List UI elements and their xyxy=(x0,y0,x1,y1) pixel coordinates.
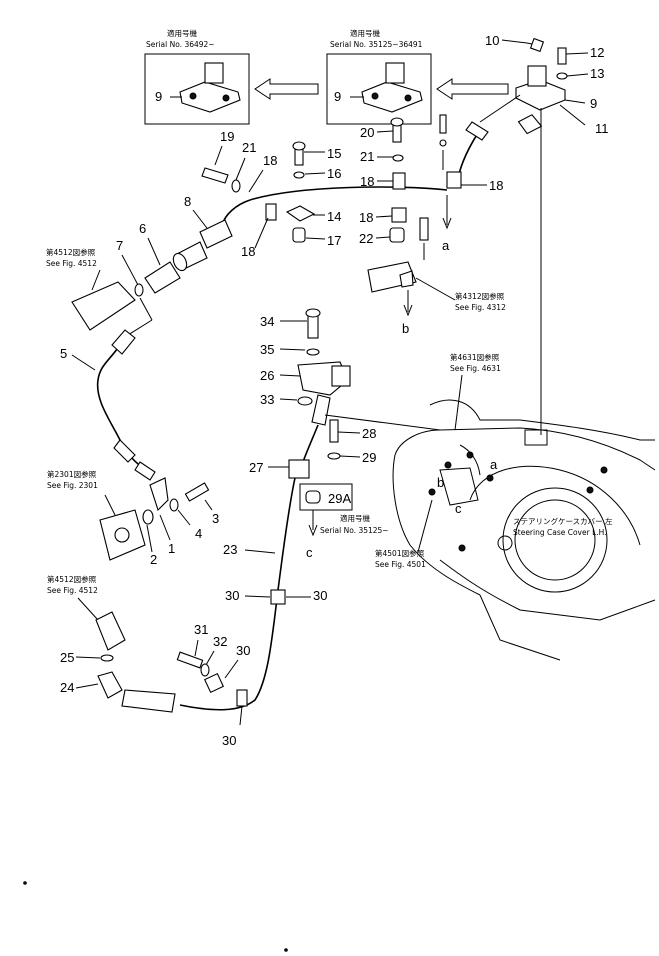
callout-18-a: 18 xyxy=(489,178,503,193)
callout-22: 22 xyxy=(359,231,373,246)
callout-21-a: 21 xyxy=(242,140,256,155)
ref-4512-a-en: See Fig. 4512 xyxy=(46,259,97,268)
ref-4512-b-en: See Fig. 4512 xyxy=(47,586,98,595)
connector-c-left: c xyxy=(306,545,313,560)
callout-13: 13 xyxy=(590,66,604,81)
callout-18-c: 18 xyxy=(241,244,255,259)
serial-box-2-serial: Serial No. 35125~36491 xyxy=(330,40,423,49)
callout-12: 12 xyxy=(590,45,604,60)
callout-9-a: 9 xyxy=(155,89,162,104)
ref-4312-en: See Fig. 4312 xyxy=(455,303,506,312)
connector-a-case: a xyxy=(490,457,498,472)
callout-30-c: 30 xyxy=(236,643,250,658)
callout-9-b: 9 xyxy=(334,89,341,104)
callout-21-b: 21 xyxy=(360,149,374,164)
callout-6: 6 xyxy=(139,221,146,236)
callout-2: 2 xyxy=(150,552,157,567)
serial-box-2: 適用号機 Serial No. 35125~36491 xyxy=(326,28,432,125)
valve-fitting-bottom xyxy=(95,611,126,651)
callout-18-b: 18 xyxy=(263,153,277,168)
connector-a-top: a xyxy=(442,238,450,253)
ref-4501-jp: 第4501図参照 xyxy=(375,548,425,558)
callout-3: 3 xyxy=(212,511,219,526)
callout-30-b: 30 xyxy=(313,588,327,603)
serial-box-1-jp: 適用号機 xyxy=(167,28,197,38)
callout-29a: 29A xyxy=(328,491,351,506)
serial-box-2-jp: 適用号機 xyxy=(350,28,380,38)
ref-2301-en: See Fig. 2301 xyxy=(47,481,98,490)
ref-2301-jp: 第2301図参照 xyxy=(47,469,97,479)
callout-16: 16 xyxy=(327,166,341,181)
callout-34: 34 xyxy=(260,314,274,329)
ref-4501-en: See Fig. 4501 xyxy=(375,560,426,569)
serial-box-1: 適用号機 Serial No. 36492~ xyxy=(144,28,250,125)
valve-block-left xyxy=(71,281,136,331)
callout-5: 5 xyxy=(60,346,67,361)
callout-35: 35 xyxy=(260,342,274,357)
callout-17: 17 xyxy=(327,233,341,248)
steering-case xyxy=(392,399,656,661)
ref-4631-en: See Fig. 4631 xyxy=(450,364,501,373)
box-29a xyxy=(299,483,353,511)
steering-label-jp: ステアリングケースカバー 左 xyxy=(513,516,613,526)
hose-23 xyxy=(179,477,296,711)
ref-4512-a-jp: 第4512図参照 xyxy=(46,247,96,257)
callout-30-d: 30 xyxy=(222,733,236,748)
callout-10: 10 xyxy=(485,33,499,48)
callout-18-e: 18 xyxy=(359,210,373,225)
pipe-main-upper xyxy=(249,186,448,201)
callout-25: 25 xyxy=(60,650,74,665)
callout-28: 28 xyxy=(362,426,376,441)
serial-box-1-serial: Serial No. 36492~ xyxy=(146,40,215,49)
callout-11: 11 xyxy=(595,121,609,136)
callout-8: 8 xyxy=(184,194,191,209)
callout-19: 19 xyxy=(220,129,234,144)
callout-4: 4 xyxy=(195,526,202,541)
connector-b-case: b xyxy=(437,475,444,490)
callout-29: 29 xyxy=(362,450,376,465)
callout-26: 26 xyxy=(260,368,274,383)
callout-31: 31 xyxy=(194,622,208,637)
callout-30-a: 30 xyxy=(225,588,239,603)
hose-5 xyxy=(96,344,146,471)
callout-18-d: 18 xyxy=(360,174,374,189)
ref-4312-jp: 第4312図参照 xyxy=(455,291,505,301)
callout-15: 15 xyxy=(327,146,341,161)
variant-arrow-2 xyxy=(436,78,509,100)
callout-1: 1 xyxy=(168,541,175,556)
ref-4512-b-jp: 第4512図参照 xyxy=(47,574,97,584)
connector-b-top: b xyxy=(402,321,409,336)
serial-box-3-serial: Serial No. 35125~ xyxy=(320,526,389,535)
callout-32: 32 xyxy=(213,634,227,649)
callout-20: 20 xyxy=(360,125,374,140)
callout-9-c: 9 xyxy=(590,96,597,111)
callout-33: 33 xyxy=(260,392,274,407)
callout-23: 23 xyxy=(223,542,237,557)
hose-center xyxy=(301,424,319,466)
callout-27: 27 xyxy=(249,460,263,475)
mount-block-top-right xyxy=(479,37,586,435)
variant-arrow-1 xyxy=(254,78,319,100)
steering-label-en: Steering Case Cover L.H. xyxy=(513,528,607,537)
callout-14: 14 xyxy=(327,209,341,224)
connector-c-case: c xyxy=(455,501,462,516)
ref-4631-jp: 第4631図参照 xyxy=(450,352,500,362)
callout-24: 24 xyxy=(60,680,74,695)
callout-7: 7 xyxy=(116,238,123,253)
serial-box-3-jp: 適用号機 xyxy=(340,513,370,523)
